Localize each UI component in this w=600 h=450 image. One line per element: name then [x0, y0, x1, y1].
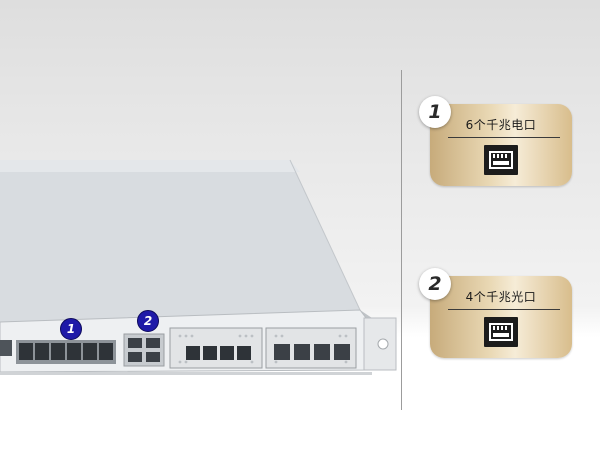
photo-marker-1: 1 — [60, 318, 82, 340]
feature-card-1: 6个千兆电口 — [430, 104, 572, 186]
ethernet-port-icon — [484, 317, 518, 347]
feature-label: 6个千兆电口 — [465, 118, 537, 132]
card-divider — [448, 309, 560, 310]
feature-number-1: 1 — [419, 96, 451, 128]
feature-label: 4个千兆光口 — [465, 290, 537, 304]
divider-line — [401, 70, 402, 410]
photo-marker-2: 2 — [137, 310, 159, 332]
ethernet-port-icon — [484, 145, 518, 175]
feature-number-2: 2 — [419, 268, 451, 300]
network-appliance — [0, 159, 397, 375]
card-divider — [448, 137, 560, 138]
feature-card-2: 4个千兆光口 — [430, 276, 572, 358]
